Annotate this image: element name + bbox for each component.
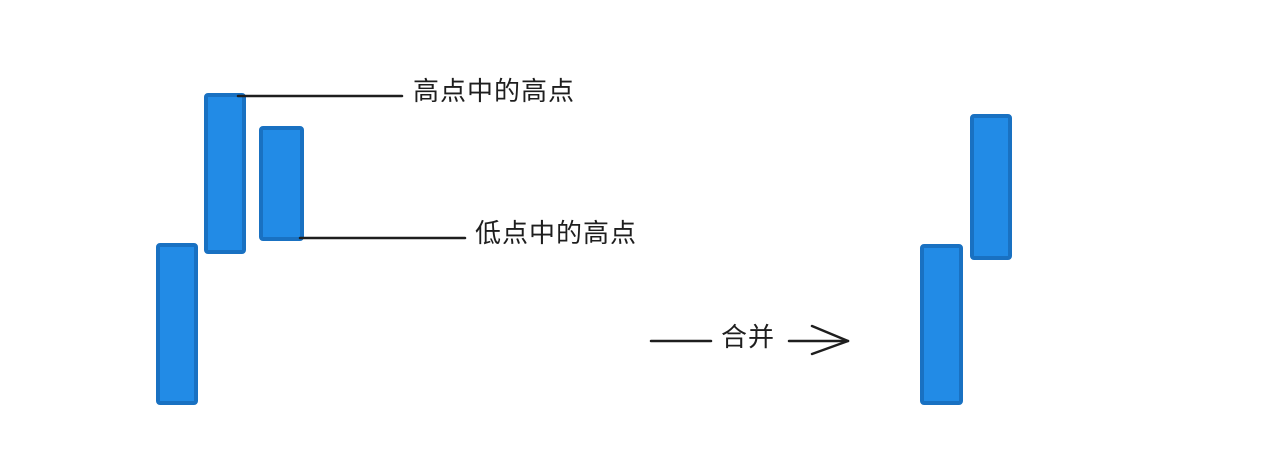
- right-candle-group: [920, 114, 1012, 405]
- label-merge: 合并: [721, 323, 776, 353]
- candle-right-low: [920, 244, 963, 405]
- candle-right-high: [970, 114, 1012, 260]
- candle-left-low: [156, 243, 198, 405]
- candle-left-inner: [259, 126, 304, 241]
- candle-left-highest: [204, 93, 246, 254]
- arrow-right-icon: [787, 324, 850, 356]
- label-low-high: 低点中的高点: [475, 219, 638, 249]
- label-high-of-highs: 高点中的高点: [413, 77, 576, 107]
- left-candle-group: [156, 93, 304, 405]
